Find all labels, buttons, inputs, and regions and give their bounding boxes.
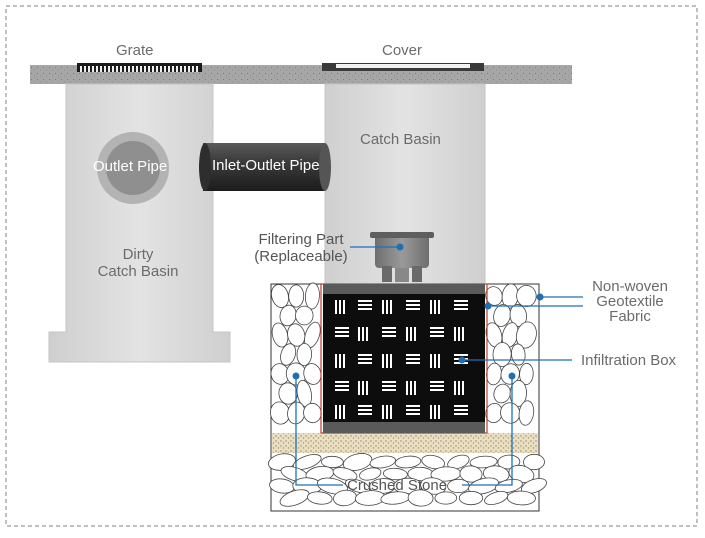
inlet-outlet-pipe-end-right	[319, 143, 331, 191]
label-cover: Cover	[382, 42, 423, 59]
label-filtering-part: Filtering Part (Replaceable)	[254, 231, 348, 266]
label-dirty-catch-basin: Dirty Catch Basin	[97, 246, 179, 281]
sand-layer	[272, 433, 538, 453]
inlet-outlet-pipe	[203, 143, 325, 191]
infiltration-box-cap-bottom	[323, 422, 485, 433]
label-grate: Grate	[116, 42, 154, 59]
label-geotextile: Non-woven Geotextile Fabric	[592, 278, 668, 325]
label-catch-basin: Catch Basin	[360, 131, 441, 148]
label-inlet-outlet-pipe: Inlet-Outlet Pipe	[212, 157, 320, 174]
frame-border	[5, 5, 698, 527]
cover-plate	[336, 64, 470, 68]
leader-dots	[292, 243, 544, 380]
leader-lines	[295, 246, 583, 486]
dirty-catch-basin	[48, 83, 231, 363]
crushed-stone-bottom	[268, 453, 547, 507]
label-crushed-stone: Crushed Stone	[347, 477, 448, 494]
outlet-pipe-hole	[106, 141, 160, 195]
filtering-part	[370, 232, 434, 282]
infiltration-box-cap-top	[323, 284, 485, 294]
grate	[77, 63, 202, 72]
grate-bars	[80, 66, 198, 72]
inlet-outlet-pipe-end	[199, 143, 211, 191]
label-outlet-pipe: Outlet Pipe	[93, 158, 168, 175]
infiltration-box-slots	[335, 300, 468, 419]
label-infiltration-box: Infiltration Box	[581, 352, 677, 369]
